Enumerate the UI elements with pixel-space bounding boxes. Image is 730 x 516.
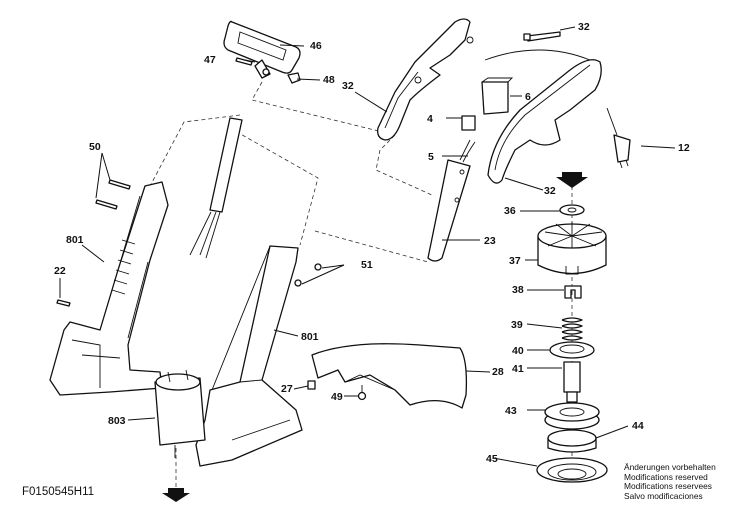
spool-cover <box>536 457 608 483</box>
modifications-notice: Änderungen vorbehalten Modifications res… <box>624 462 716 501</box>
notice-line-fr: Modifications reservees <box>624 481 712 492</box>
notice-line-en: Modifications reserved <box>624 471 708 482</box>
spool-shaft <box>563 361 581 403</box>
label-35: 23 <box>484 235 496 247</box>
label-5: 12 <box>678 142 690 154</box>
internal-cable <box>459 139 476 163</box>
nuts <box>294 263 322 287</box>
label-38: 38 <box>512 284 524 296</box>
housing-screw <box>56 299 71 307</box>
label-4: 6 <box>525 91 531 103</box>
assembly-line-handle <box>251 81 396 151</box>
label-48: 48 <box>323 74 335 86</box>
cable-sleeve <box>523 31 561 42</box>
handle-half-left <box>377 18 474 141</box>
guard-screw <box>357 385 367 401</box>
label-49: 49 <box>331 391 343 403</box>
label-28: 28 <box>492 366 504 378</box>
handle-half-right <box>487 59 602 184</box>
label-6: 32 <box>578 21 590 33</box>
label-45: 45 <box>486 453 498 465</box>
handle-clip <box>287 72 301 84</box>
switch <box>481 77 514 115</box>
part-labels: 46 47 48 32 32 6 4 12 5 23 32 36 37 38 3… <box>54 21 690 465</box>
label-23: 5 <box>428 151 434 163</box>
clip <box>564 285 582 299</box>
auxiliary-handle <box>223 20 301 79</box>
label-37: 37 <box>509 255 521 267</box>
leader-lines <box>59 26 676 467</box>
notice-line-de: Änderungen vorbehalten <box>624 462 716 472</box>
housing-screws <box>95 179 131 210</box>
notice-line-es: Salvo modificaciones <box>624 490 703 501</box>
label-plate <box>307 380 316 390</box>
assembly-line-rod-left <box>147 114 241 191</box>
label-22: 22 <box>54 265 66 277</box>
rod <box>189 117 243 259</box>
label-12: 4 <box>427 113 433 125</box>
label-39: 39 <box>511 319 523 331</box>
washer <box>559 204 585 216</box>
label-32-left: 32 <box>342 80 354 92</box>
housing-half-left <box>49 181 169 396</box>
label-46: 46 <box>310 40 322 52</box>
spool-holder <box>547 429 597 453</box>
internal-wire <box>484 49 591 61</box>
label-47: 47 <box>204 54 216 66</box>
label-32-right: 32 <box>544 185 556 197</box>
assembly-line-rod-right <box>229 127 319 246</box>
mains-cable-plug <box>606 107 631 169</box>
motor <box>154 369 206 458</box>
direction-arrow-top <box>556 172 588 188</box>
label-36: 36 <box>504 205 516 217</box>
spring <box>561 317 583 341</box>
capacitor <box>461 115 476 131</box>
label-40: 40 <box>512 345 524 357</box>
spool <box>544 402 600 430</box>
label-51: 51 <box>361 259 373 271</box>
label-27: 27 <box>281 383 293 395</box>
label-41: 41 <box>512 363 524 375</box>
label-44: 44 <box>632 420 644 432</box>
direction-arrow-bottom <box>162 488 190 502</box>
fan <box>537 222 607 275</box>
assembly-line-tube <box>375 149 433 196</box>
label-801-right: 801 <box>301 331 319 343</box>
label-50: 50 <box>89 141 101 153</box>
guard <box>311 343 468 409</box>
assembly-line-housing <box>314 230 429 263</box>
reference-code: F0150545H11 <box>22 486 95 498</box>
spring-washer <box>549 341 595 359</box>
label-801-left: 801 <box>66 234 84 246</box>
housing-half-right <box>195 245 303 467</box>
label-43: 43 <box>505 405 517 417</box>
label-803: 803 <box>108 415 126 427</box>
tube <box>427 159 471 262</box>
